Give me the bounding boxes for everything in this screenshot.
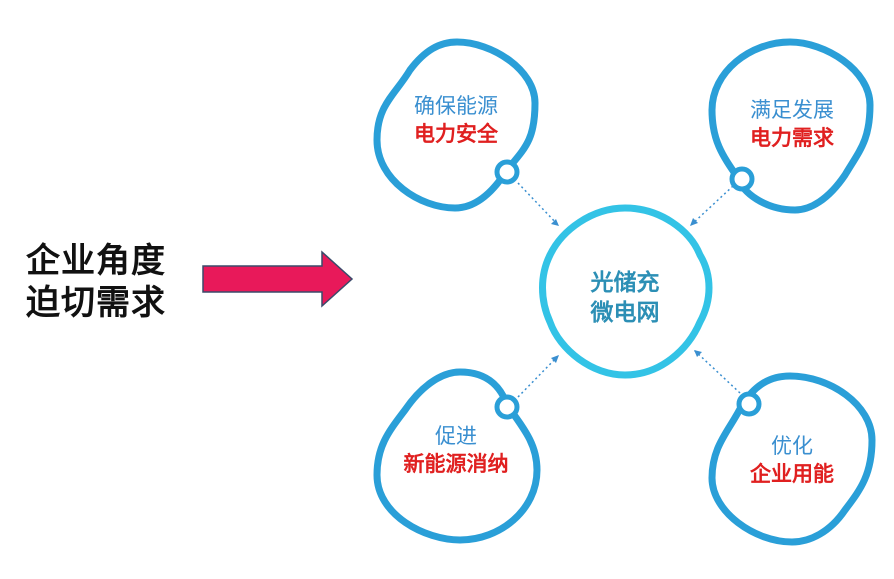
- node-bottom-right-line1: 优化: [771, 434, 813, 458]
- node-bottom-right-line2: 企业用能: [750, 462, 834, 486]
- right-arrow: [202, 250, 354, 308]
- node-shape-top-left: [373, 38, 539, 212]
- connector-bottom-left-head: [551, 355, 559, 363]
- node-ring-top-left: [494, 159, 520, 185]
- connector-top-left: [517, 182, 560, 227]
- connector-top-left-head: [551, 219, 559, 226]
- node-top-right-line1: 满足发展: [750, 98, 834, 122]
- node-top-right-line2: 电力需求: [750, 126, 834, 150]
- left-title: 企业角度 迫切需求: [26, 240, 166, 324]
- left-title-line1: 企业角度: [26, 241, 166, 281]
- center-node-shape: [539, 204, 713, 379]
- node-shape-bottom-right: [708, 372, 876, 546]
- node-shape-top-right: [708, 38, 874, 214]
- node-top-left: 确保能源 电力安全: [366, 92, 546, 148]
- node-bottom-left-line2: 新能源消纳: [403, 452, 509, 476]
- node-bottom-left-line1: 促进: [435, 424, 477, 448]
- node-bottom-left: 促进 新能源消纳: [366, 422, 546, 478]
- node-bottom-right: 优化 企业用能: [702, 432, 882, 488]
- node-ring-top-right: [729, 166, 755, 192]
- node-ring-bottom-right: [736, 391, 762, 417]
- center-node-label: 光储充 微电网: [545, 268, 705, 328]
- left-title-line2: 迫切需求: [26, 283, 166, 323]
- center-node-line2: 微电网: [590, 300, 660, 326]
- connector-top-right: [689, 185, 734, 227]
- node-top-left-line1: 确保能源: [414, 94, 498, 118]
- node-top-right: 满足发展 电力需求: [702, 96, 882, 152]
- connector-bottom-right-head: [694, 350, 702, 357]
- connector-bottom-left: [517, 354, 560, 398]
- center-node-line1: 光储充: [590, 270, 660, 296]
- connector-bottom-right: [693, 349, 741, 394]
- node-top-left-line2: 电力安全: [414, 122, 498, 146]
- connector-top-right-head: [690, 218, 698, 226]
- node-ring-bottom-left: [494, 394, 520, 420]
